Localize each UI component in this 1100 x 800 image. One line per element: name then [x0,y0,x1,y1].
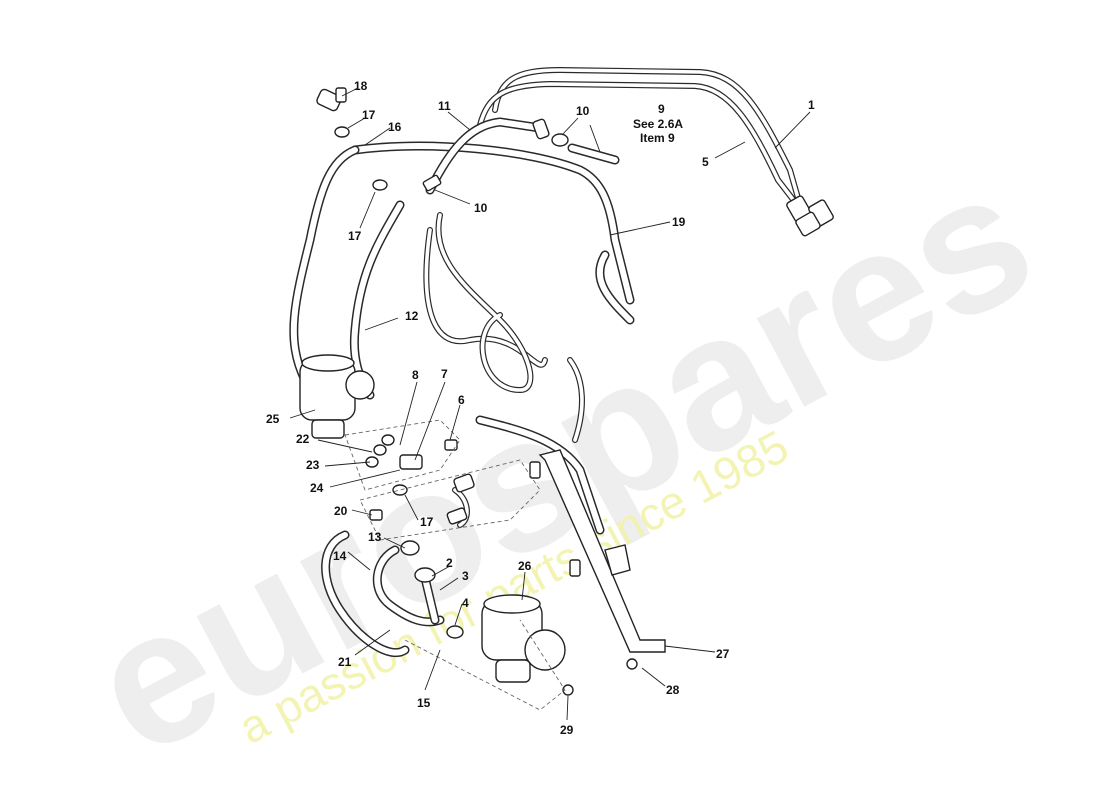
pump-lower-26 [481,594,566,683]
reference-note: See 2.6A Item 9 [633,117,683,145]
callout-26: 26 [518,559,532,573]
fittings [316,87,638,696]
callout-10-top: 10 [576,104,590,118]
callout-17-mid: 17 [348,229,362,243]
callout-3: 3 [462,569,469,583]
callout-15: 15 [417,696,431,710]
assembly-outline [344,419,566,711]
callout-29: 29 [560,723,574,737]
leader-lines [289,87,811,721]
callout-5: 5 [702,155,709,169]
callout-23: 23 [306,458,320,472]
callout-11: 11 [438,99,451,113]
callout-7: 7 [441,367,448,381]
callout-2: 2 [446,556,453,570]
callout-12: 12 [405,309,419,323]
callout-6: 6 [458,393,465,407]
callout-17-lower: 17 [420,515,434,529]
callout-18: 18 [354,79,368,93]
callout-19: 19 [672,215,686,229]
callout-10-mid: 10 [474,201,488,215]
callout-labels: 1 2 3 4 5 6 7 8 9 10 10 11 12 13 14 15 1… [266,79,815,737]
callout-25: 25 [266,412,280,426]
callout-13: 13 [368,530,382,544]
callout-4: 4 [462,596,469,610]
callout-14: 14 [333,549,347,563]
reference-note-line1: See 2.6A [633,117,683,131]
fuel-lines [423,67,808,393]
callout-21: 21 [338,655,352,669]
callout-17-top: 17 [362,108,376,122]
pump-upper-25 [299,354,375,439]
callout-16: 16 [388,120,402,134]
callout-1: 1 [808,98,815,112]
callout-24: 24 [310,481,324,495]
callout-22: 22 [296,432,310,446]
callout-28: 28 [666,683,680,697]
callout-8: 8 [412,368,419,382]
fuel-line-connectors [786,195,834,237]
callout-20: 20 [334,504,348,518]
callout-27: 27 [716,647,730,661]
reference-note-line2: Item 9 [640,131,675,145]
callout-9: 9 [658,102,665,116]
